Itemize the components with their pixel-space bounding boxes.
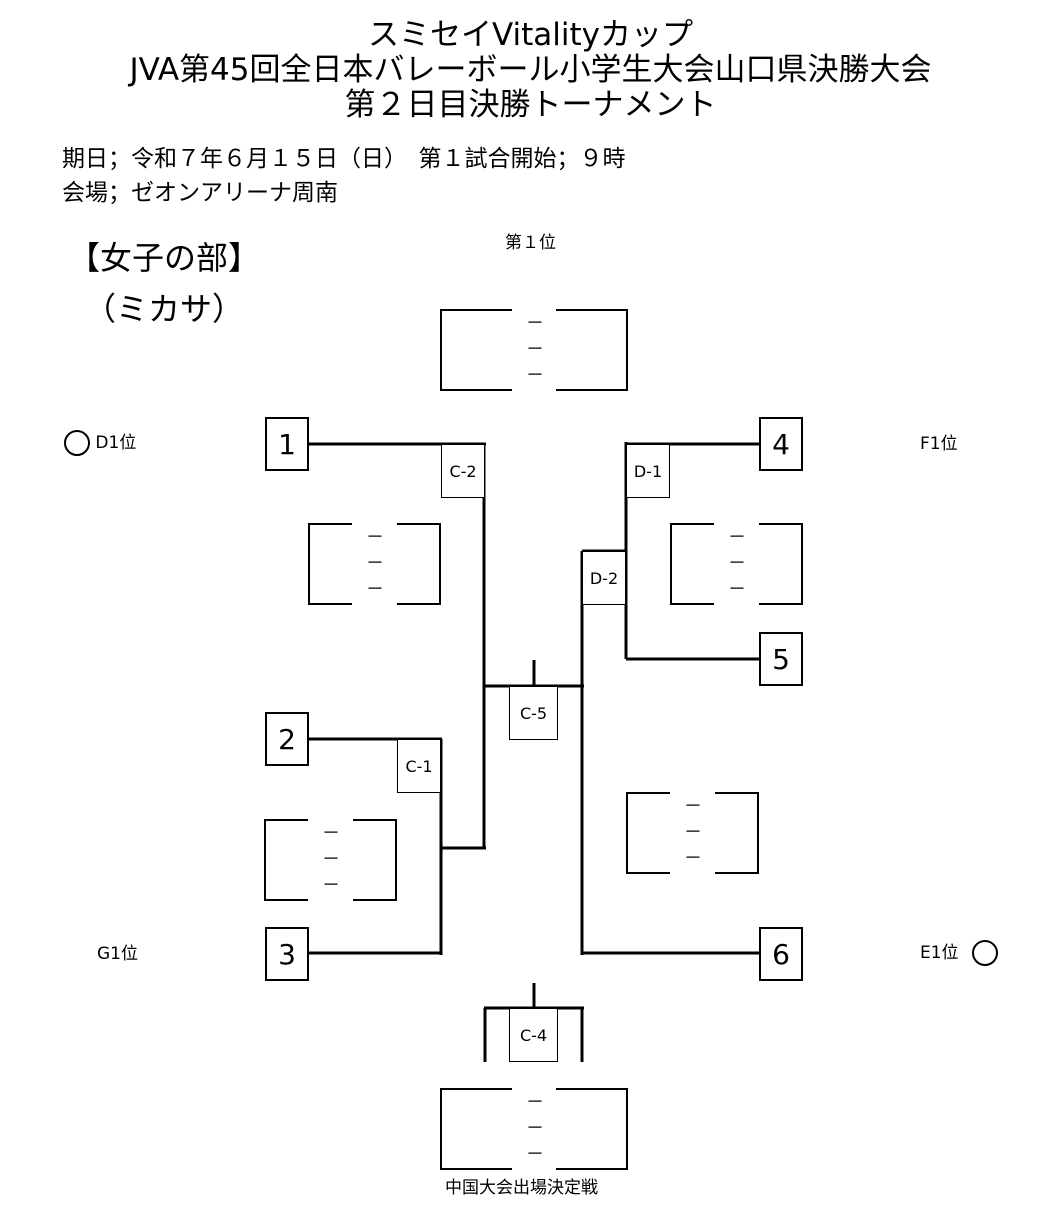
score-box-d2: － － － [626, 792, 759, 874]
score-box-final: － － － [440, 309, 628, 391]
score-dash: － [526, 313, 544, 334]
score-box-right [353, 819, 397, 901]
score-dash: － [322, 823, 340, 844]
score-box-right [556, 309, 628, 391]
score-box-left [440, 1088, 512, 1170]
seed-left-top-label: D1位 [95, 433, 137, 453]
score-box-c2: － － － [308, 523, 441, 605]
score-box-left [440, 309, 512, 391]
team-box-6: 6 [759, 927, 803, 981]
title-line-3: 第２日目決勝トーナメント [344, 87, 717, 123]
team-box-2: 2 [265, 712, 309, 766]
score-dash: － [728, 527, 746, 548]
score-dash: － [366, 527, 384, 548]
seed-left-bottom: G1位 [97, 944, 138, 964]
score-dash: － [526, 339, 544, 360]
match-c2: C-2 [441, 444, 485, 498]
title-line-2: JVA第45回全日本バレーボール小学生大会山口県決勝大会 [129, 52, 932, 88]
score-dash: － [322, 849, 340, 870]
venue-line: 会場；ゼオンアリーナ周南 [62, 180, 338, 206]
score-box-right [397, 523, 441, 605]
score-dash: － [684, 796, 702, 817]
score-box-left [264, 819, 308, 901]
score-dash: － [366, 553, 384, 574]
seed-right-bottom: E1位 [920, 940, 998, 966]
score-box-c1: － － － [264, 819, 397, 901]
score-box-left [308, 523, 352, 605]
score-box-right [556, 1088, 628, 1170]
match-c1: C-1 [397, 739, 441, 793]
circle-marker-icon [64, 430, 90, 456]
match-c5: C-5 [509, 686, 558, 740]
score-dash: － [526, 1092, 544, 1113]
score-dash: － [684, 822, 702, 843]
score-box-right [759, 523, 803, 605]
seed-right-top: F1位 [920, 434, 958, 454]
score-box-left [670, 523, 714, 605]
score-box-d1: － － － [670, 523, 803, 605]
score-dash: － [728, 579, 746, 600]
seed-left-top: D1位 [64, 430, 136, 456]
score-dash: － [684, 848, 702, 869]
ball-label: （ミカサ） [84, 290, 245, 328]
score-dash: － [322, 875, 340, 896]
score-box-right [715, 792, 759, 874]
score-box-left [626, 792, 670, 874]
score-box-c4: － － － [440, 1088, 628, 1170]
seed-right-bottom-label: E1位 [920, 943, 959, 963]
score-dash: － [728, 553, 746, 574]
score-dash: － [526, 1118, 544, 1139]
team-box-3: 3 [265, 927, 309, 981]
score-dash: － [526, 1144, 544, 1165]
score-dash: － [366, 579, 384, 600]
score-dash: － [526, 365, 544, 386]
first-place-label: 第１位 [505, 233, 556, 253]
match-d2: D-2 [582, 551, 626, 605]
match-d1: D-1 [626, 444, 670, 498]
team-box-1: 1 [265, 417, 309, 471]
match-c4: C-4 [509, 1008, 558, 1062]
date-line: 期日；令和７年６月１５日（日） 第１試合開始；９時 [62, 146, 626, 172]
team-box-5: 5 [759, 632, 803, 686]
category-heading: 【女子の部】 [68, 239, 261, 277]
team-box-4: 4 [759, 417, 803, 471]
circle-marker-icon [971, 940, 998, 966]
final-match-label: 中国大会出場決定戦 [445, 1178, 598, 1198]
title-line-1: スミセイVitalityカップ [367, 17, 693, 53]
